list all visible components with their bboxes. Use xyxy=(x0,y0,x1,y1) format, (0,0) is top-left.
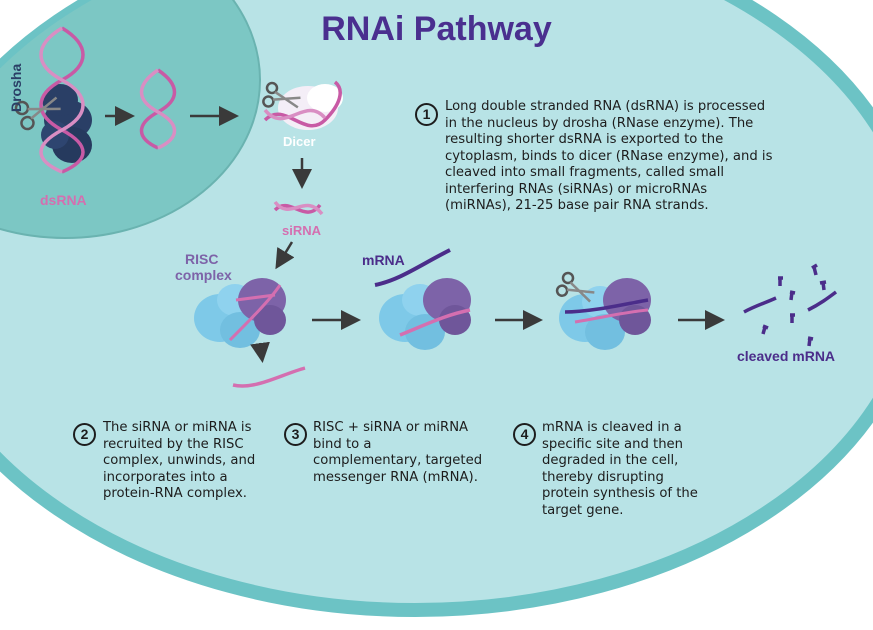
drosha-label: Drosha xyxy=(8,63,24,112)
sirna-label: siRNA xyxy=(282,223,322,238)
mrna-label: mRNA xyxy=(362,252,405,268)
arrow-icon xyxy=(250,341,270,363)
dsrna-label: dsRNA xyxy=(40,192,87,208)
arrow-icon xyxy=(275,241,295,270)
dsrna-short xyxy=(139,68,177,150)
step-3-number: 3 xyxy=(284,423,307,446)
risc-sirna xyxy=(228,284,282,342)
page-title: RNAi Pathway xyxy=(321,10,552,48)
risc-sirna-guide xyxy=(574,308,649,324)
step-2-text: The siRNA or miRNA is recruited by the R… xyxy=(103,420,256,501)
scissors-icon xyxy=(14,96,61,131)
scissors-icon xyxy=(555,271,595,303)
cleaved-fragments xyxy=(743,263,838,347)
scissors-icon xyxy=(262,81,301,109)
mrna-strand xyxy=(374,248,451,287)
step-1-text: Long double stranded RNA (dsRNA) is proc… xyxy=(445,99,773,213)
risc-label-line2: complex xyxy=(175,267,232,283)
risc-mrna-cleaving xyxy=(564,298,649,314)
step-2-number: 2 xyxy=(73,423,96,446)
released-strand xyxy=(232,366,306,388)
step-1-number: 1 xyxy=(415,103,438,126)
step-4-text: mRNA is cleaved in a specific site and t… xyxy=(542,420,698,518)
dicer-rna xyxy=(263,80,342,128)
step-4-number: 4 xyxy=(513,423,536,446)
dsrna-long xyxy=(39,26,85,174)
risc-mrna-bound xyxy=(399,308,471,337)
cleaved-mrna-label: cleaved mRNA xyxy=(737,348,836,364)
step-3-text: RISC + siRNA or miRNA bind to a compleme… xyxy=(313,420,483,485)
risc-label-line1: RISC xyxy=(185,251,219,267)
dicer-label: Dicer xyxy=(283,134,316,149)
risc-complex xyxy=(379,278,471,350)
sirna xyxy=(273,200,324,216)
